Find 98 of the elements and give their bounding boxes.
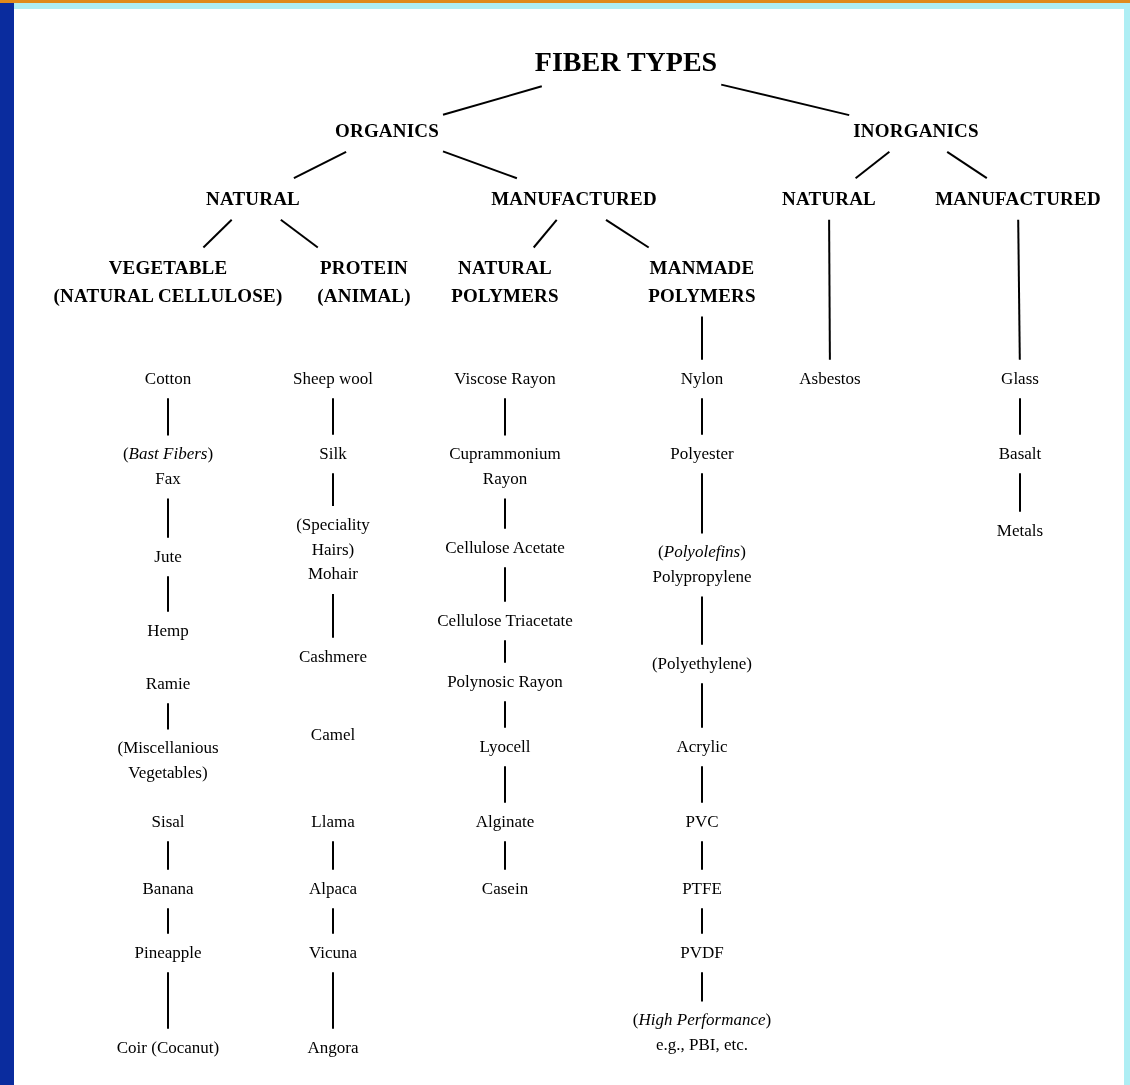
fiber-name: Sisal xyxy=(147,802,189,842)
fiber-name: Coir (Cocanut) xyxy=(112,1028,224,1068)
connector-line xyxy=(701,840,703,871)
connector-line xyxy=(854,150,891,180)
connector-line xyxy=(828,218,831,361)
fiber-name: Cellulose Acetate xyxy=(441,528,569,568)
connector-line xyxy=(701,971,703,1003)
connector-line xyxy=(167,397,169,437)
group-note: (Bast Fibers) xyxy=(122,443,214,466)
connector-line xyxy=(504,566,506,603)
fiber-name: Hemp xyxy=(143,611,193,651)
connector-line xyxy=(279,218,319,249)
category-heading: NATURAL POLYMERS xyxy=(447,247,563,317)
fiber-name: Nylon xyxy=(676,359,728,399)
fiber-name: (Miscellanious Vegetables) xyxy=(113,729,223,793)
connector-line xyxy=(442,150,518,180)
connector-line xyxy=(332,840,334,871)
fiber-name: Ramie xyxy=(141,664,195,704)
connector-line xyxy=(292,150,348,180)
connector-line xyxy=(332,397,334,436)
fiber-name: Pineapple xyxy=(130,933,206,973)
fiber-name: Sheep wool xyxy=(289,359,377,399)
fiber-name: Fax xyxy=(154,468,182,490)
connector-line xyxy=(332,907,334,935)
category-heading: NATURAL xyxy=(778,178,880,220)
fiber-name: Alginate xyxy=(471,802,539,842)
group-note: (Speciality Hairs) xyxy=(296,514,370,561)
connector-line xyxy=(504,765,506,804)
group-note: (Polyolefins) xyxy=(657,541,747,564)
category-heading: MANUFACTURED xyxy=(487,178,661,220)
connector-line xyxy=(532,218,558,249)
fiber-name: PVDF xyxy=(676,933,728,973)
category-heading: NATURAL xyxy=(202,178,304,220)
fiber-name: Banana xyxy=(138,869,198,909)
fiber-name: Viscose Rayon xyxy=(450,359,560,399)
connector-line xyxy=(701,765,703,804)
fiber-name: Polyester xyxy=(666,434,738,474)
fiber-name: Alpaca xyxy=(304,869,362,909)
connector-line xyxy=(504,700,506,729)
fiber-name: Casein xyxy=(477,869,533,909)
fiber-name: Vicuna xyxy=(304,933,362,973)
connector-line xyxy=(167,907,169,935)
connector-line xyxy=(504,840,506,871)
connector-line xyxy=(332,593,334,639)
connector-line xyxy=(701,315,703,361)
category-heading: MANUFACTURED xyxy=(931,178,1105,220)
connector-line xyxy=(701,472,703,535)
connector-line xyxy=(442,85,543,116)
fiber-name: Cotton xyxy=(140,359,196,399)
connector-line xyxy=(701,682,703,729)
fiber-name: (Polyethylene) xyxy=(647,644,757,684)
connector-line xyxy=(1019,472,1021,513)
fiber-name: PTFE xyxy=(678,869,726,909)
connector-line xyxy=(167,702,169,731)
fiber-name: PVC xyxy=(681,802,723,842)
fiber-name: Basalt xyxy=(994,434,1046,474)
fiber-name: Polypropylene xyxy=(652,566,752,588)
connector-line xyxy=(167,497,169,539)
connector-line xyxy=(332,971,334,1030)
fiber-name: Lyocell xyxy=(475,727,535,767)
connector-line xyxy=(504,639,506,664)
connector-line xyxy=(332,472,334,507)
fiber-name: Polynosic Rayon xyxy=(443,662,567,702)
category-heading: VEGETABLE (NATURAL CELLULOSE) xyxy=(49,247,287,317)
category-heading: ORGANICS xyxy=(331,110,443,152)
category-heading: MANMADE POLYMERS xyxy=(644,247,760,317)
connector-line xyxy=(202,218,233,249)
fiber-name: Acrylic xyxy=(672,727,732,767)
fiber-name: Mohair xyxy=(306,563,359,586)
fiber-name: Llama xyxy=(307,802,359,842)
fiber-name: Glass xyxy=(997,359,1043,399)
fiber-name: Cuprammonium Rayon xyxy=(445,435,565,499)
connector-line xyxy=(1017,218,1021,361)
group-note: (High Performance) xyxy=(632,1009,772,1032)
fiber-name: Asbestos xyxy=(795,359,865,399)
fiber-name: Angora xyxy=(303,1028,363,1068)
connector-line xyxy=(167,971,169,1030)
connector-line xyxy=(167,840,169,871)
root-heading: FIBER TYPES xyxy=(530,37,722,87)
fiber-name: Jute xyxy=(150,537,186,577)
connector-line xyxy=(701,595,703,646)
connector-line xyxy=(701,397,703,436)
fiber-name: e.g., PBI, etc. xyxy=(654,1034,750,1056)
fiber-name: Cashmere xyxy=(295,637,371,677)
connector-line xyxy=(605,218,650,249)
fiber-name: Cellulose Triacetate xyxy=(433,601,577,641)
connector-line xyxy=(701,907,703,935)
fiber-name: Silk xyxy=(315,434,351,474)
category-heading: INORGANICS xyxy=(849,110,983,152)
connector-line xyxy=(504,397,506,437)
fiber-name: Metals xyxy=(992,511,1048,551)
connector-line xyxy=(167,575,169,613)
category-heading: PROTEIN (ANIMAL) xyxy=(313,247,415,317)
fiber-name: Camel xyxy=(306,715,360,755)
connector-line xyxy=(946,150,988,180)
connector-line xyxy=(720,83,851,117)
connector-line xyxy=(1019,397,1021,436)
connector-line xyxy=(504,497,506,530)
